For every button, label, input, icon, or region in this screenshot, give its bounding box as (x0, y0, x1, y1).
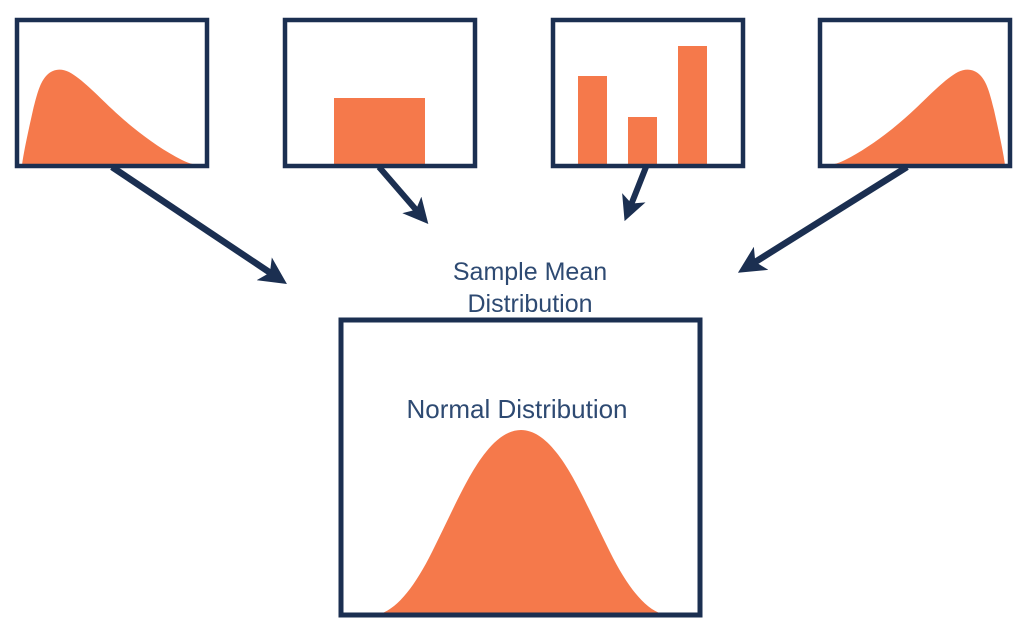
left-skewed-curve-area (827, 69, 1005, 165)
left-skewed-curve-path (827, 69, 1005, 165)
arrow-from-right-skewed (110, 164, 287, 284)
irregular-bars-area (578, 46, 707, 166)
chart-irregular-bars (550, 17, 746, 169)
chart-right-skewed (14, 17, 210, 169)
box-frame-uniform (282, 17, 478, 169)
sample-mean-label-line1: Sample Mean (453, 258, 607, 286)
box-frame-right-skewed (14, 17, 210, 169)
normal-curve-area (380, 430, 662, 614)
arrow-group (110, 164, 909, 284)
chart-left-skewed (817, 17, 1013, 169)
box-frame-left-skewed (817, 17, 1013, 169)
sample-mean-label-line2: Distribution (467, 290, 592, 318)
bar-2 (628, 117, 657, 166)
box-frame-irregular-bars (550, 17, 746, 169)
uniform-block-area (334, 98, 425, 166)
normal-distribution-label: Normal Distribution (406, 394, 627, 424)
box-frame-normal (338, 317, 703, 618)
bar-1 (578, 76, 607, 166)
right-skewed-curve-path (22, 69, 200, 165)
chart-normal-distribution: Normal Distribution (338, 317, 703, 618)
arrow-from-bars (622, 165, 649, 222)
chart-uniform (282, 17, 478, 169)
arrow-from-left-skewed (737, 164, 909, 273)
uniform-block-bar (334, 98, 425, 166)
right-skewed-curve-area (22, 69, 200, 165)
sample-mean-distribution-label: Sample Mean Distribution (453, 258, 607, 318)
normal-curve-path (380, 430, 662, 614)
bar-3 (678, 46, 707, 166)
arrow-from-uniform (376, 165, 429, 224)
